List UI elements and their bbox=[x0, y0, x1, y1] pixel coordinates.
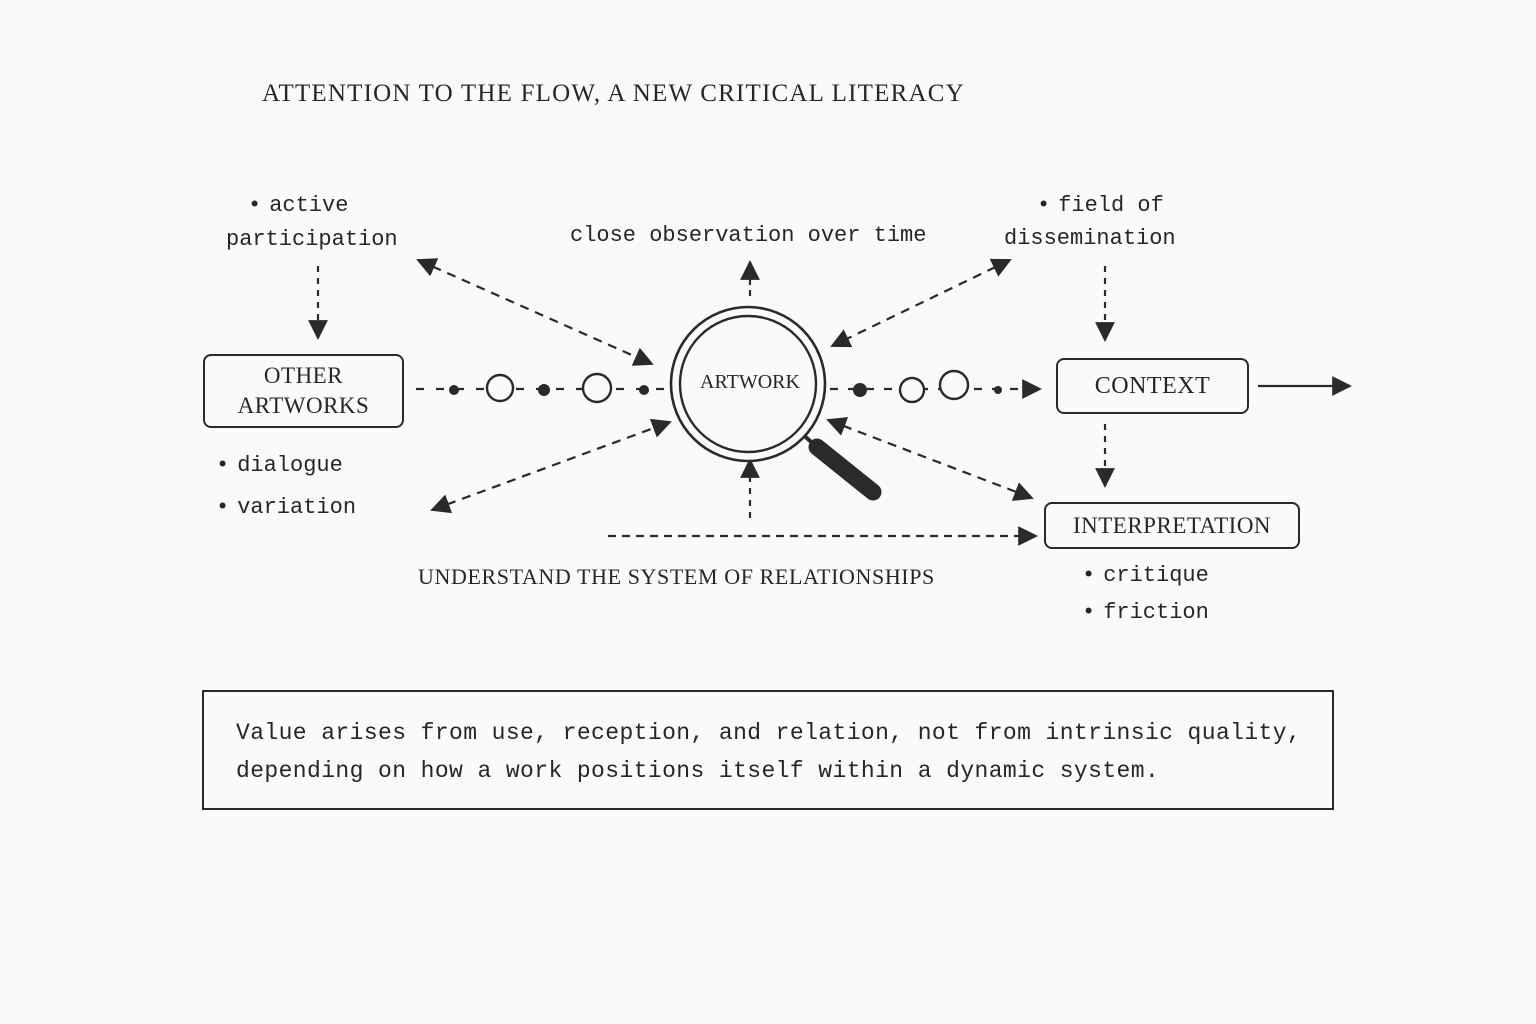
label-participation: participation bbox=[226, 227, 398, 252]
node-context: CONTEXT bbox=[1056, 358, 1249, 414]
flow-dot bbox=[449, 385, 459, 395]
quote-line-1: Value arises from use, reception, and re… bbox=[236, 720, 1302, 746]
bullet-dialogue: dialogue bbox=[216, 453, 343, 478]
bullet-critique: critique bbox=[1082, 563, 1209, 588]
bullet-friction: friction bbox=[1082, 600, 1209, 625]
node-artwork: ARTWORK bbox=[700, 371, 800, 393]
arrow-variation-artwork bbox=[430, 418, 672, 514]
node-other-artworks-line1: OTHER bbox=[263, 363, 344, 388]
quote-line-2: depending on how a work positions itself… bbox=[236, 758, 1160, 784]
magnifying-glass-icon bbox=[669, 305, 882, 501]
diagram-title: ATTENTION TO THE FLOW, A NEW CRITICAL LI… bbox=[262, 80, 965, 107]
node-interpretation: INTERPRETATION bbox=[1044, 502, 1300, 549]
label-system-of-relationships: UNDERSTAND THE SYSTEM OF RELATIONSHIPS bbox=[418, 564, 935, 589]
flow-dot bbox=[994, 386, 1002, 394]
flow-dot bbox=[853, 383, 867, 397]
bullet-variation: variation bbox=[216, 495, 356, 520]
label-active: active bbox=[248, 193, 348, 218]
arrow-dissemination-artwork bbox=[830, 258, 1012, 348]
node-other-artworks-line2: ARTWORKS bbox=[237, 393, 370, 418]
flow-ring bbox=[581, 372, 613, 404]
flow-ring bbox=[938, 369, 970, 401]
flow-ring bbox=[898, 376, 926, 404]
label-close-observation: close observation over time bbox=[570, 223, 927, 248]
flow-dot bbox=[538, 384, 550, 396]
node-other-artworks: OTHER ARTWORKS bbox=[203, 354, 404, 428]
arrow-artwork-interpretation bbox=[826, 417, 1034, 501]
quote-box: Value arises from use, reception, and re… bbox=[202, 690, 1334, 810]
arrow-participation-artwork bbox=[416, 258, 654, 366]
label-field-of: field of bbox=[1037, 193, 1164, 218]
label-dissemination: dissemination bbox=[1004, 226, 1176, 251]
flow-ring bbox=[485, 373, 515, 403]
flow-dot bbox=[639, 385, 649, 395]
